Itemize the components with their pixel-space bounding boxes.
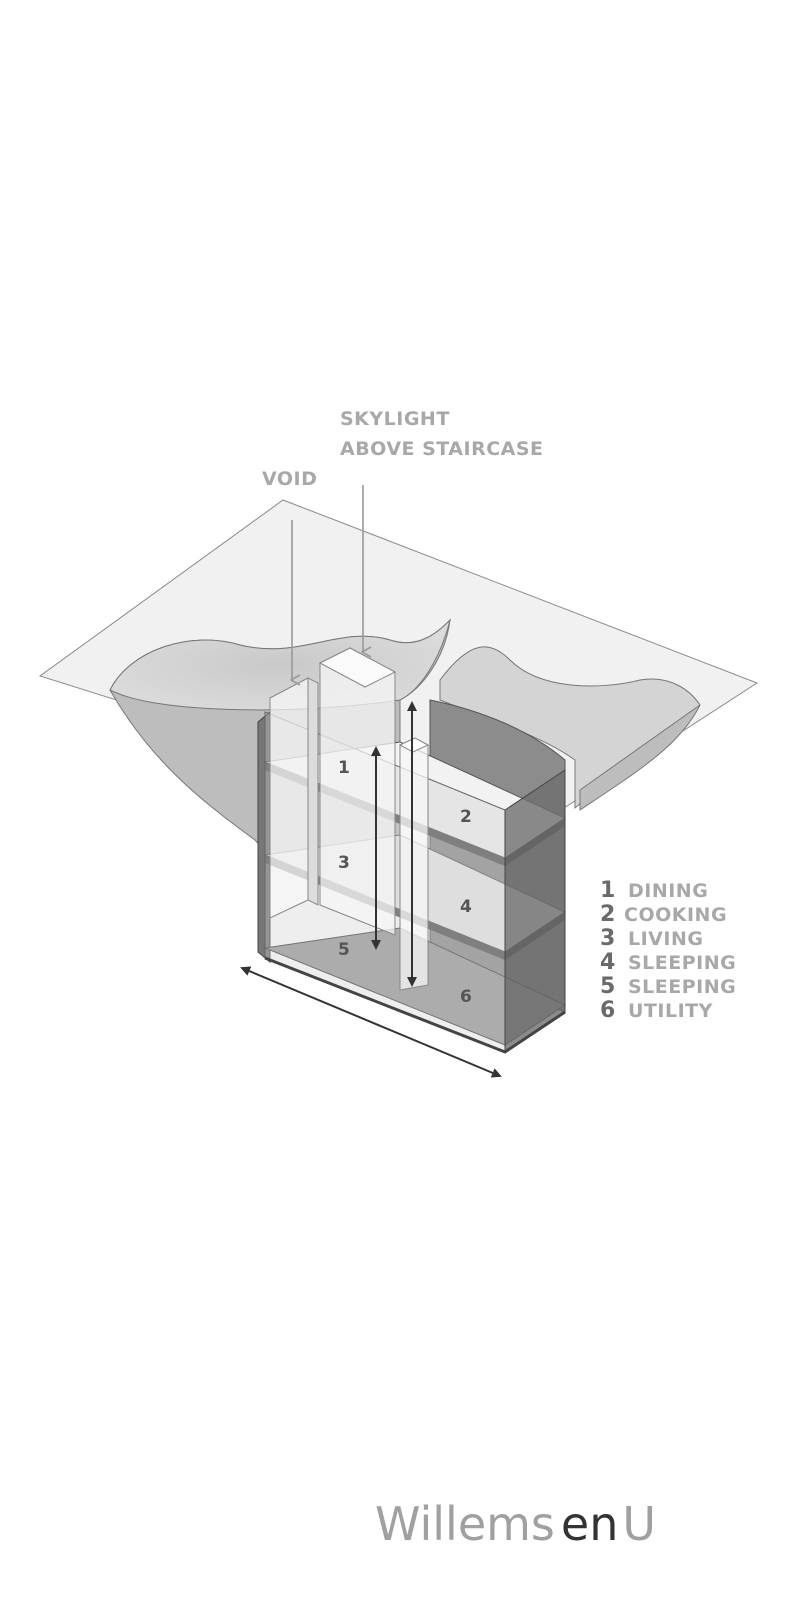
legend-num-1: 1 xyxy=(600,878,615,903)
legend-num-6: 6 xyxy=(600,998,615,1023)
dimension-arrow xyxy=(240,966,502,1078)
room-number-4: 4 xyxy=(460,897,472,917)
legend-num-4: 4 xyxy=(600,950,615,975)
left-wall xyxy=(257,710,271,964)
room-number-2: 2 xyxy=(460,807,472,827)
legend-label-6: UTILITY xyxy=(628,1000,713,1022)
skylight-label-line2: ABOVE STAIRCASE xyxy=(340,438,544,460)
room-number-1: 1 xyxy=(338,758,350,778)
legend-num-5: 5 xyxy=(600,974,615,999)
room-legend: 1 DINING 2 COOKING 3 LIVING 4 SLEEPING 5… xyxy=(600,878,736,1023)
skylight-shaft xyxy=(399,737,429,991)
void-label: VOID xyxy=(262,468,317,490)
room-number-6: 6 xyxy=(460,987,472,1007)
room-number-5: 5 xyxy=(338,940,350,960)
skylight-label-line1: SKYLIGHT xyxy=(340,408,450,430)
legend-label-1: DINING xyxy=(628,880,708,902)
logo-part-en: en xyxy=(561,1497,618,1551)
legend-num-2: 2 xyxy=(600,902,615,927)
legend-label-3: LIVING xyxy=(628,928,703,950)
logo-part-u: U xyxy=(622,1497,656,1551)
void-volume xyxy=(269,677,309,919)
legend-num-3: 3 xyxy=(600,926,615,951)
legend-label-2: COOKING xyxy=(624,904,727,926)
legend-label-4: SLEEPING xyxy=(628,952,736,974)
staircase-volume xyxy=(319,647,396,936)
legend-label-5: SLEEPING xyxy=(628,976,736,998)
logo-part-willems: Willems xyxy=(375,1497,555,1551)
room-number-3: 3 xyxy=(338,853,350,873)
